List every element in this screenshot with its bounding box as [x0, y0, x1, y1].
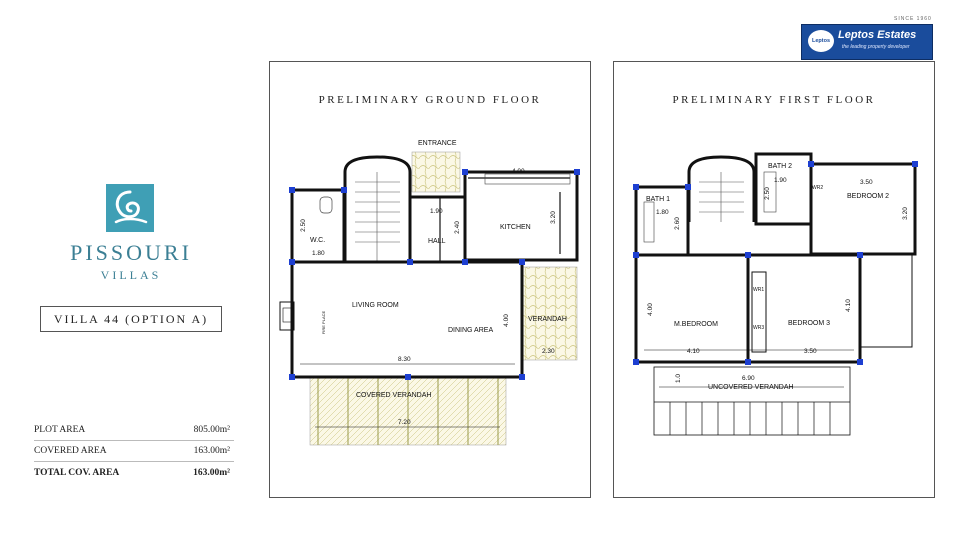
ground-floor-title: PRELIMINARY GROUND FLOOR [318, 94, 542, 106]
room-label-wc: W.C. [310, 237, 326, 244]
wardrobe-label: WR3 [753, 325, 765, 331]
dim-label: 4.10 [844, 299, 852, 312]
first-floor-title: PRELIMINARY FIRST FLOOR [672, 94, 876, 106]
wardrobe-label: WR1 [753, 287, 765, 293]
dim-label: 7.20 [398, 419, 411, 426]
developer-tagline: the leading property developer [842, 44, 910, 50]
room-label-covered-verandah: COVERED VERANDAH [356, 392, 432, 399]
dim-label: 4.00 [512, 168, 525, 175]
dim-label: 1.80 [656, 209, 669, 216]
dim-label: 3.50 [804, 348, 817, 355]
area-row-total: TOTAL COV. AREA 163.00m² [34, 463, 234, 483]
leptos-circle-icon: Leptos [808, 30, 834, 52]
area-value: 163.00m² [193, 468, 230, 478]
dim-label: 4.10 [687, 348, 700, 355]
first-floor-plan [633, 152, 918, 436]
dim-label: 2.30 [542, 348, 555, 355]
villa-title: VILLA 44 (OPTION A) [40, 306, 222, 332]
dim-label: 8.30 [398, 356, 411, 363]
room-label-bath2: BATH 2 [768, 163, 792, 170]
room-label-bedroom2: BEDROOM 2 [847, 193, 890, 200]
room-label-entrance: ENTRANCE [418, 140, 457, 147]
room-label-fireplace: FIRE PLACE [321, 310, 327, 335]
room-label-hall: HALL [428, 238, 446, 245]
room-label-kitchen: KITCHEN [500, 224, 531, 231]
dim-label: 2.50 [763, 187, 771, 200]
area-label: PLOT AREA [34, 425, 86, 435]
area-row-plot: PLOT AREA 805.00m² [34, 420, 234, 441]
room-label-master-bedroom: M.BEDROOM [674, 321, 718, 328]
area-label: TOTAL COV. AREA [34, 468, 120, 478]
room-label-bedroom3: BEDROOM 3 [788, 320, 831, 327]
dim-label: 2.50 [299, 219, 307, 232]
area-row-covered: COVERED AREA 163.00m² [34, 441, 234, 462]
room-label-dining: DINING AREA [448, 327, 494, 334]
dim-label: 1.90 [430, 208, 443, 215]
dim-label: 4.00 [502, 314, 510, 327]
ground-floor-plan [279, 151, 580, 446]
dim-label: 1.90 [774, 177, 787, 184]
dim-label: 3.20 [901, 207, 909, 220]
dim-label: 6.90 [742, 375, 755, 382]
since-label: SINCE 1960 [894, 16, 932, 22]
area-value: 805.00m² [193, 425, 230, 435]
developer-name: Leptos Estates [838, 29, 917, 41]
dim-label: 1.80 [312, 250, 325, 257]
pissouri-logo-icon [106, 184, 154, 232]
room-label-verandah: VERANDAH [528, 316, 567, 323]
dim-label: 2.40 [453, 221, 461, 234]
first-floor-panel: PRELIMINARY FIRST FLOOR [613, 61, 935, 498]
area-value: 163.00m² [193, 446, 230, 456]
dim-label: 3.20 [549, 211, 557, 224]
brand-name: PISSOURI [70, 240, 192, 265]
room-label-uncovered-verandah: UNCOVERED VERANDAH [708, 384, 794, 391]
room-label-living: LIVING ROOM [352, 302, 399, 309]
wardrobe-label: WR2 [812, 185, 824, 191]
area-label: COVERED AREA [34, 446, 107, 456]
brand-subtitle: VILLAS [100, 268, 162, 282]
dim-label: 2.60 [673, 217, 681, 230]
dim-label: 3.50 [860, 179, 873, 186]
dim-label: 1.0 [675, 373, 683, 384]
ground-floor-panel: PRELIMINARY GROUND FLOOR [269, 61, 591, 498]
room-label-bath1: BATH 1 [646, 196, 670, 203]
dim-label: 4.00 [646, 303, 654, 316]
